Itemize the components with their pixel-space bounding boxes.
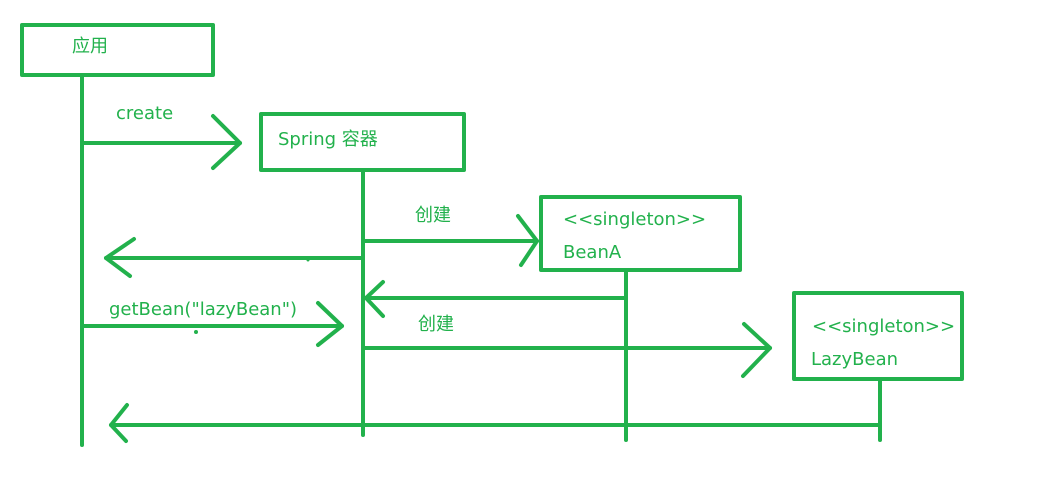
stray-dot: [194, 330, 198, 334]
lazybean-stereotype: <<singleton>>: [812, 316, 956, 337]
lazybean-label: LazyBean: [811, 349, 899, 370]
create-lazybean-arrowhead: [741, 322, 772, 378]
create-message-label: create: [116, 103, 174, 124]
create-beana-arrowhead: [516, 214, 539, 267]
app-box: [20, 23, 215, 77]
return-beana-arrowhead: [364, 280, 385, 318]
getbean-message-label: getBean("lazyBean"): [109, 299, 298, 320]
beana-stereotype: <<singleton>>: [563, 209, 707, 230]
beana-box: [539, 195, 742, 272]
create-arrowhead: [211, 114, 242, 170]
create-beana-label: 创建: [415, 205, 451, 226]
stray-dot: [306, 258, 310, 262]
getbean-arrowhead: [316, 301, 344, 347]
return-lazybean-arrowhead: [109, 403, 129, 443]
create-lazybean-label: 创建: [418, 314, 454, 335]
return-to-app-arrowhead: [104, 237, 136, 278]
spring-container-label: Spring 容器: [278, 129, 378, 150]
app-label: 应用: [72, 36, 108, 57]
beana-label: BeanA: [563, 242, 622, 263]
